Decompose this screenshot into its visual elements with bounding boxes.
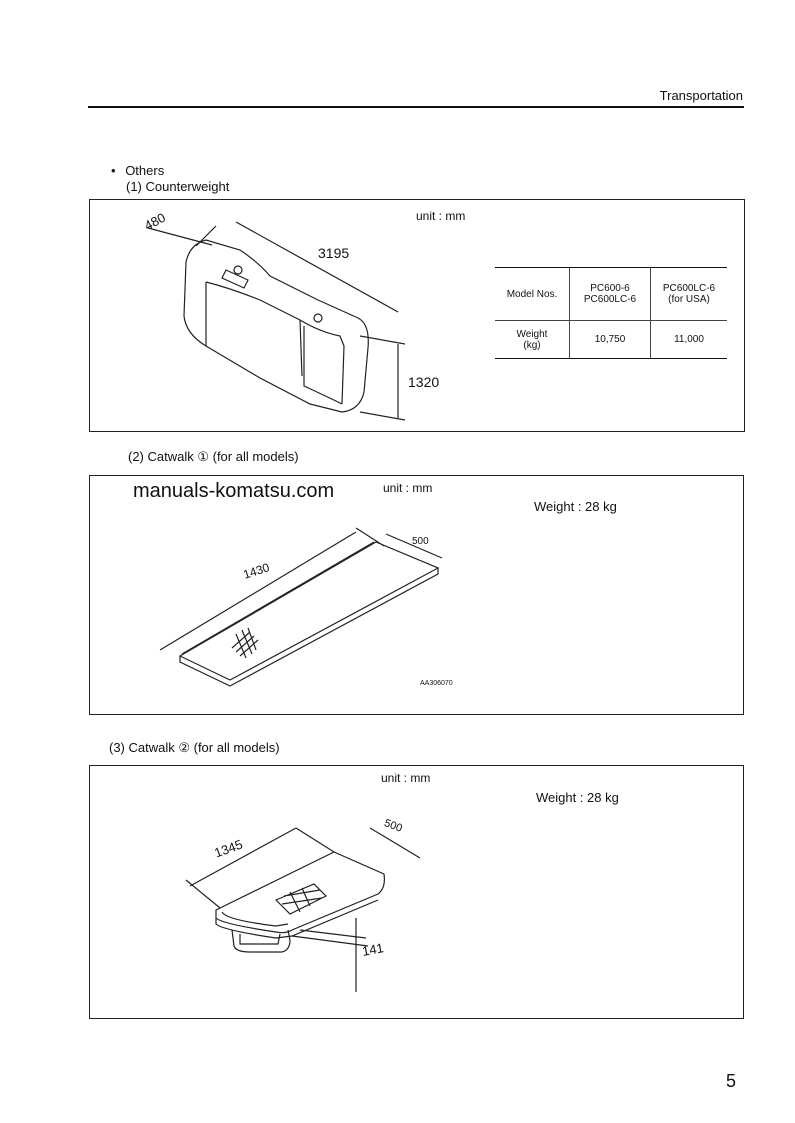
counterweight-length: 3195	[318, 245, 350, 261]
header-rule	[88, 106, 744, 108]
catwalk1-drawing-code: AA306070	[420, 680, 453, 687]
spec-weight-label: Weight (kg)	[495, 320, 570, 359]
others-heading: • Others	[111, 163, 164, 178]
spec-model-a: PC600-6 PC600LC-6	[569, 267, 651, 321]
watermark: manuals-komatsu.com	[133, 480, 335, 502]
bullet-dot-icon: •	[111, 163, 116, 178]
catwalk2-weight: Weight : 28 kg	[536, 790, 619, 805]
catwalk2-unit: unit : mm	[381, 771, 431, 785]
spec-model-b: PC600LC-6 (for USA)	[650, 267, 727, 321]
spec-model-label: Model Nos.	[495, 267, 570, 321]
counterweight-spec-table: Model Nos. PC600-6 PC600LC-6 PC600LC-6 (…	[495, 267, 727, 359]
spec-weight-a: 10,750	[569, 320, 651, 359]
page-number: 5	[726, 1071, 737, 1091]
counterweight-height: 1320	[408, 374, 440, 390]
catwalk2-title: (3) Catwalk ② (for all models)	[109, 740, 280, 755]
spec-weight-b: 11,000	[650, 320, 727, 359]
counterweight-unit: unit : mm	[416, 209, 466, 223]
counterweight-title: (1) Counterweight	[126, 179, 230, 194]
others-label: Others	[125, 163, 165, 178]
catwalk1-width: 500	[412, 536, 429, 547]
page-header-title: Transportation	[659, 88, 743, 103]
catwalk2-panel	[89, 765, 744, 1019]
catwalk1-panel	[89, 475, 744, 715]
catwalk1-title: (2) Catwalk ① (for all models)	[128, 449, 299, 464]
catwalk1-weight: Weight : 28 kg	[534, 499, 617, 514]
counterweight-panel	[89, 199, 745, 432]
catwalk1-unit: unit : mm	[383, 481, 433, 495]
